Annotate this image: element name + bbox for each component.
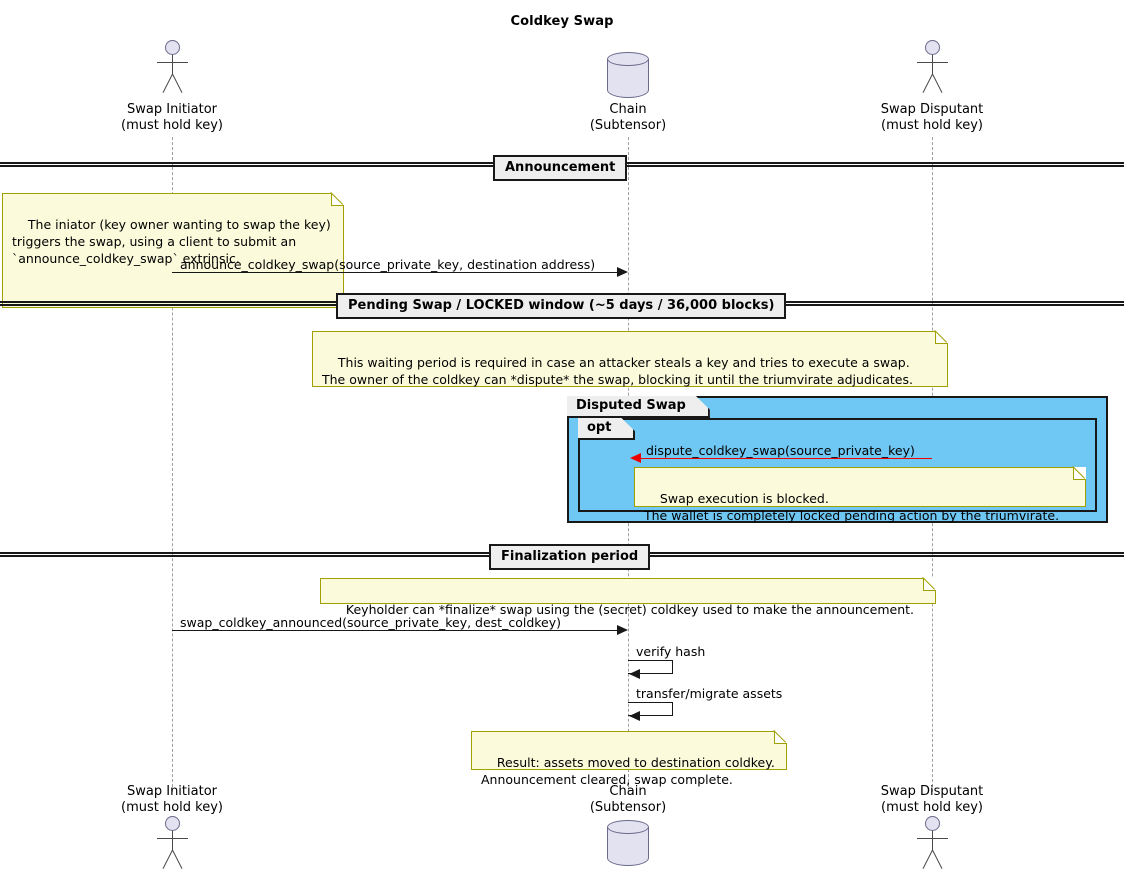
note-fold-icon xyxy=(935,331,948,344)
message-label-verify-hash: verify hash xyxy=(636,644,706,659)
divider-announcement: Announcement xyxy=(493,155,628,181)
note-text: This waiting period is required in case … xyxy=(322,355,913,387)
note-initiator: The iniator (key owner wanting to swap t… xyxy=(2,193,344,308)
group-opt: opt xyxy=(578,418,1097,512)
message-label-announce: announce_coldkey_swap(source_private_key… xyxy=(180,257,596,272)
participant-label-disputant-top: Swap Disputant (must hold key) xyxy=(852,102,1012,134)
message-line-dispute xyxy=(641,458,932,459)
message-label-transfer-assets: transfer/migrate assets xyxy=(636,686,783,701)
participant-name: Swap Disputant xyxy=(880,102,984,117)
participant-label-disputant-bottom: Swap Disputant (must hold key) xyxy=(852,784,1012,816)
note-fold-icon xyxy=(923,578,936,591)
note-fold-icon xyxy=(331,193,344,206)
participant-name: Chain xyxy=(609,102,647,117)
group-label-disputed-swap: Disputed Swap xyxy=(567,396,710,418)
note-blocked: Swap execution is blocked. The wallet is… xyxy=(634,467,1086,523)
participant-subtitle: (must hold key) xyxy=(881,800,983,815)
divider-finalization-period: Finalization period xyxy=(489,544,651,570)
participant-subtitle: (Subtensor) xyxy=(589,118,667,133)
participant-name: Chain xyxy=(609,784,647,799)
note-fold-icon xyxy=(1073,467,1086,480)
note-fold-icon xyxy=(774,731,787,744)
message-line-swap-announced xyxy=(172,630,622,631)
database-chain-bottom xyxy=(607,820,649,866)
participant-subtitle: (must hold key) xyxy=(881,118,983,133)
message-label-swap-announced: swap_coldkey_announced(source_private_ke… xyxy=(180,615,562,630)
participant-label-chain-top: Chain (Subtensor) xyxy=(548,102,708,134)
participant-subtitle: (must hold key) xyxy=(121,118,223,133)
page-title: Coldkey Swap xyxy=(510,14,614,29)
arrow-head-transfer-assets-icon xyxy=(629,711,640,721)
participant-label-initiator-bottom: Swap Initiator (must hold key) xyxy=(92,784,252,816)
note-text: Result: assets moved to destination cold… xyxy=(481,755,775,787)
self-loop-transfer-assets xyxy=(628,702,673,716)
divider-pending-swap: Pending Swap / LOCKED window (~5 days / … xyxy=(336,293,787,319)
participant-name: Swap Initiator xyxy=(127,102,217,117)
message-label-dispute: dispute_coldkey_swap(source_private_key) xyxy=(646,443,915,458)
note-waiting-period: This waiting period is required in case … xyxy=(312,331,948,387)
participant-label-chain-bottom: Chain (Subtensor) xyxy=(548,784,708,816)
message-line-announce xyxy=(172,272,622,273)
arrow-head-swap-announced-icon xyxy=(617,625,628,635)
self-loop-verify-hash xyxy=(628,660,673,674)
participant-subtitle: (must hold key) xyxy=(121,800,223,815)
arrow-head-dispute-icon xyxy=(630,453,641,463)
arrow-head-announce-icon xyxy=(617,267,628,277)
database-chain-top xyxy=(607,52,649,98)
participant-name: Swap Initiator xyxy=(127,784,217,799)
note-text: Keyholder can *finalize* swap using the … xyxy=(345,602,915,617)
group-label-opt: opt xyxy=(578,418,635,440)
participant-subtitle: (Subtensor) xyxy=(589,800,667,815)
note-text: Swap execution is blocked. The wallet is… xyxy=(644,491,1060,523)
note-text: The iniator (key owner wanting to swap t… xyxy=(12,217,331,266)
arrow-head-verify-hash-icon xyxy=(629,669,640,679)
note-keyholder-finalize: Keyholder can *finalize* swap using the … xyxy=(320,578,936,617)
lifeline-initiator xyxy=(172,137,173,792)
participant-name: Swap Disputant xyxy=(880,784,984,799)
participant-label-initiator-top: Swap Initiator (must hold key) xyxy=(92,102,252,134)
note-result: Result: assets moved to destination cold… xyxy=(471,731,787,787)
